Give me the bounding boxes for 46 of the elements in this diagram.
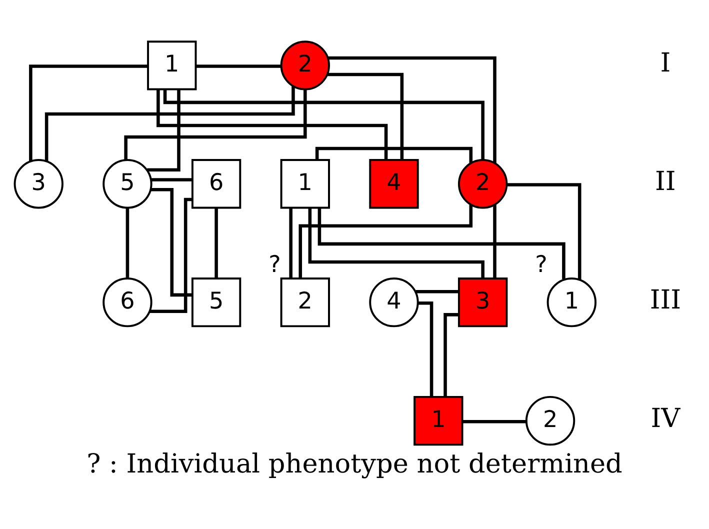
node-box: 1	[147, 40, 197, 90]
connector	[150, 198, 192, 314]
connector	[506, 183, 582, 280]
label: I	[660, 48, 671, 79]
connector	[328, 72, 404, 160]
connector	[318, 208, 566, 280]
connector	[151, 178, 192, 182]
node-label: ?	[535, 252, 548, 278]
node-box: 4	[369, 159, 419, 209]
node-circle: 2	[458, 159, 508, 209]
connector	[147, 90, 180, 172]
connector	[416, 290, 459, 294]
connector	[328, 56, 496, 164]
connector	[289, 208, 292, 278]
connector	[29, 64, 148, 162]
node-circle: 6	[102, 278, 152, 328]
node-circle: 1	[546, 278, 596, 328]
node-circle: 2	[525, 396, 576, 446]
node-box: 1	[280, 159, 330, 209]
label: IV	[650, 404, 680, 434]
connector	[124, 90, 307, 160]
connector	[44, 86, 295, 161]
node-box: 2	[280, 278, 330, 328]
node-label: ?	[268, 252, 281, 278]
connector	[462, 420, 526, 424]
node-circle: 2	[280, 40, 330, 90]
connector	[126, 208, 130, 278]
connector	[156, 90, 388, 160]
connector	[163, 90, 484, 160]
node-box: 6	[191, 159, 242, 209]
connector	[315, 146, 473, 163]
connector	[444, 313, 459, 397]
node-circle: 4	[369, 278, 419, 328]
label: II	[655, 167, 676, 198]
connector	[196, 64, 281, 68]
node-box: 5	[191, 278, 242, 328]
node-box: 3	[458, 278, 508, 328]
connector	[493, 205, 496, 278]
connector	[418, 302, 434, 396]
connector	[214, 208, 218, 278]
node-box: 1	[414, 396, 464, 446]
label: III	[650, 286, 682, 316]
node-circle: 3	[14, 159, 64, 209]
connector	[150, 188, 192, 297]
node-circle: 5	[102, 159, 152, 209]
caption: ? : Individual phenotype not determined	[86, 449, 622, 480]
